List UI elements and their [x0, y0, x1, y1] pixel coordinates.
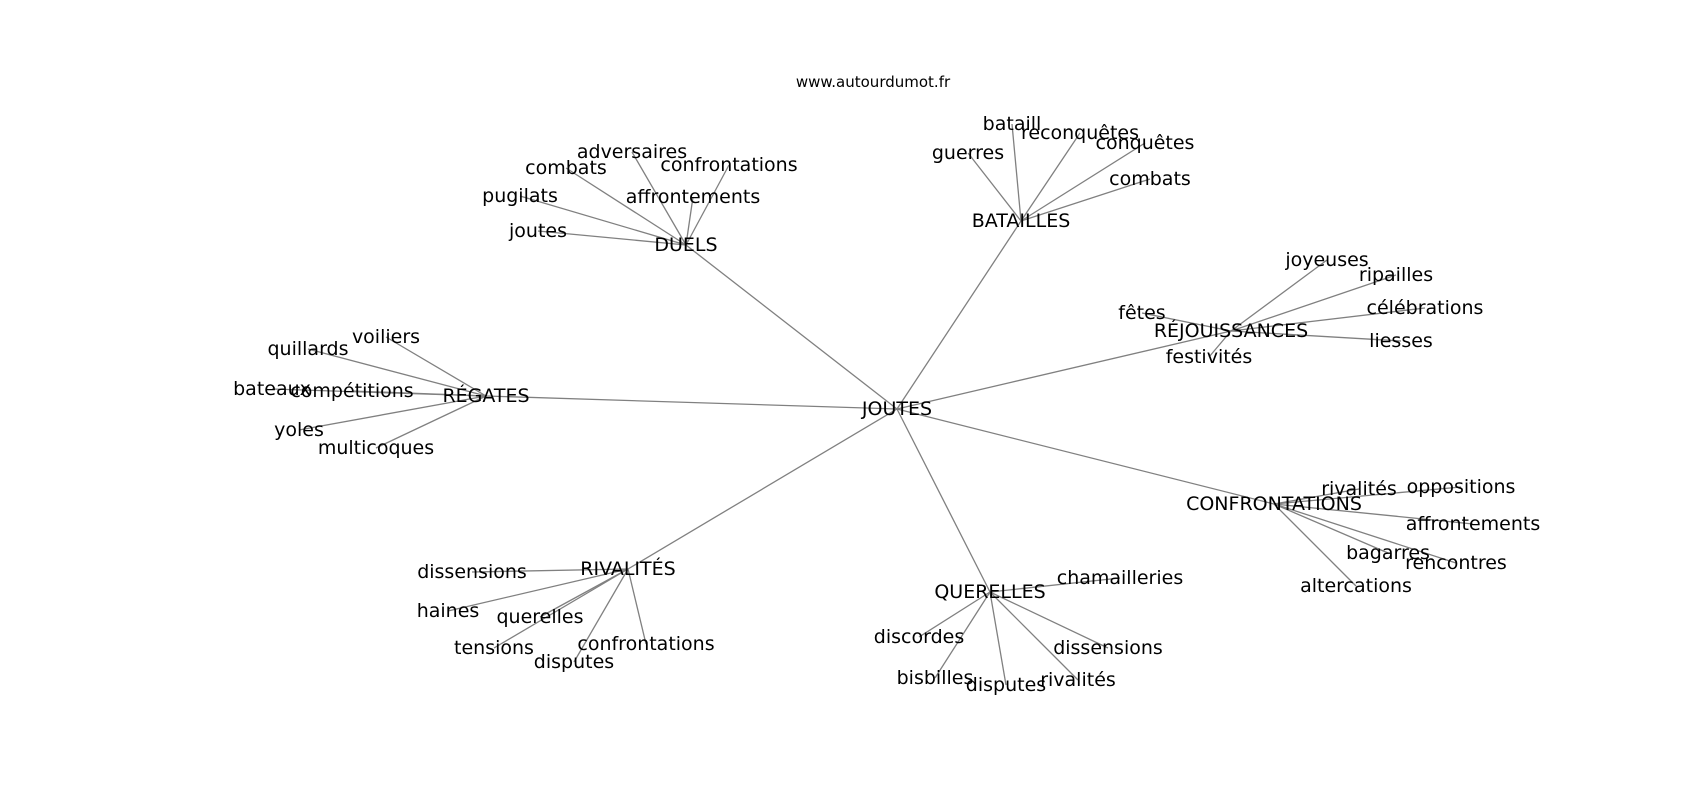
related-word[interactable]: bagarres: [1346, 542, 1430, 564]
cluster-label[interactable]: DUELS: [654, 234, 717, 256]
edge-0-2: [685, 164, 730, 246]
edge-4-5: [1273, 503, 1357, 587]
related-word[interactable]: bisbilles: [897, 667, 974, 689]
related-word[interactable]: combats: [525, 157, 607, 179]
edge-6-1: [918, 591, 991, 638]
related-word[interactable]: disputes: [966, 674, 1046, 696]
related-word[interactable]: confrontations: [577, 633, 714, 655]
related-word[interactable]: yoles: [274, 419, 324, 441]
edge-root-5: [627, 408, 898, 570]
edge-1-1: [1020, 132, 1081, 222]
edge-3-0: [385, 336, 487, 397]
related-word[interactable]: discordes: [874, 626, 964, 648]
related-word[interactable]: affrontements: [626, 186, 761, 208]
cluster-label[interactable]: RÉJOUISSANCES: [1154, 319, 1308, 342]
edge-0-3: [519, 195, 687, 246]
related-word[interactable]: altercations: [1300, 575, 1412, 597]
edge-root-6: [896, 408, 991, 593]
cluster-label[interactable]: CONFRONTATIONS: [1186, 493, 1362, 515]
edge-4-1: [1273, 486, 1462, 505]
related-word[interactable]: rivalités: [1040, 669, 1116, 691]
related-word[interactable]: quillards: [267, 338, 348, 360]
edge-3-4: [298, 395, 487, 431]
related-word[interactable]: chamailleries: [1057, 567, 1184, 589]
graph-edges: [271, 123, 1474, 686]
edge-3-5: [375, 395, 487, 449]
related-word[interactable]: pugilats: [482, 185, 558, 207]
cluster-label[interactable]: QUERELLES: [934, 581, 1045, 603]
related-word[interactable]: haines: [417, 600, 480, 622]
related-word[interactable]: rencontres: [1405, 552, 1507, 574]
edge-2-2: [1230, 307, 1426, 332]
edge-4-4: [1273, 503, 1457, 564]
edge-6-4: [989, 591, 1007, 686]
edge-root-4: [896, 408, 1275, 505]
related-word[interactable]: dissensions: [1053, 637, 1163, 659]
edge-root-0: [685, 244, 898, 410]
related-word[interactable]: oppositions: [1407, 476, 1516, 498]
edge-5-5: [573, 568, 629, 663]
related-word[interactable]: ripailles: [1359, 264, 1433, 286]
related-word[interactable]: festivités: [1166, 346, 1253, 368]
edge-1-2: [967, 152, 1022, 222]
source-label: www.autourdumot.fr: [796, 73, 951, 91]
related-word[interactable]: rivalités: [1321, 478, 1397, 500]
edge-4-2: [1273, 503, 1474, 525]
edge-0-4: [685, 196, 694, 246]
edge-0-1: [565, 167, 687, 246]
related-word[interactable]: célébrations: [1367, 297, 1484, 319]
edge-6-0: [989, 577, 1121, 593]
edge-0-0: [631, 151, 687, 246]
edge-5-4: [627, 568, 647, 645]
edge-2-3: [1141, 312, 1232, 332]
related-word[interactable]: voiliers: [352, 326, 420, 348]
edge-2-1: [1230, 274, 1397, 332]
edge-5-1: [447, 568, 629, 612]
related-word[interactable]: joutes: [508, 220, 567, 242]
edge-1-3: [1020, 142, 1146, 222]
edge-6-3: [934, 591, 991, 679]
edge-root-2: [896, 330, 1232, 410]
cluster-label[interactable]: RIVALITÉS: [580, 557, 675, 580]
related-word[interactable]: querelles: [496, 606, 583, 628]
edge-root-3: [485, 395, 898, 410]
edge-2-4: [1208, 330, 1232, 358]
related-word[interactable]: disputes: [534, 651, 614, 673]
related-word[interactable]: conquêtes: [1096, 132, 1195, 154]
related-word[interactable]: affrontements: [1406, 513, 1541, 535]
edge-2-0: [1230, 259, 1328, 332]
edge-3-1: [307, 348, 487, 397]
cluster-label[interactable]: BATAILLES: [972, 210, 1071, 232]
related-word[interactable]: confrontations: [660, 154, 797, 176]
edge-5-3: [493, 568, 629, 649]
related-word[interactable]: tensions: [454, 637, 534, 659]
related-word[interactable]: dissensions: [417, 561, 527, 583]
related-word[interactable]: fêtes: [1118, 302, 1165, 324]
cluster-label[interactable]: RÉGATES: [442, 384, 529, 407]
related-word[interactable]: adversaires: [577, 141, 687, 163]
edge-1-4: [1020, 178, 1151, 222]
related-word[interactable]: multicoques: [318, 437, 434, 459]
related-word[interactable]: reconquêtes: [1021, 122, 1139, 144]
edge-1-0: [1011, 123, 1022, 222]
related-word[interactable]: compétitions: [290, 380, 413, 402]
edge-2-5: [1230, 330, 1402, 342]
root-word[interactable]: JOUTES: [861, 398, 932, 420]
edge-6-5: [989, 591, 1079, 681]
related-word[interactable]: bateaux: [233, 378, 311, 400]
edge-4-3: [1273, 503, 1389, 554]
related-word[interactable]: joyeuses: [1284, 249, 1368, 271]
edge-6-2: [989, 591, 1109, 649]
edge-3-3: [351, 390, 487, 397]
edge-root-1: [896, 220, 1022, 410]
edge-5-0: [471, 568, 629, 573]
related-word[interactable]: bataill: [983, 113, 1042, 135]
related-word[interactable]: guerres: [932, 142, 1004, 164]
edge-0-5: [537, 230, 687, 246]
related-word[interactable]: liesses: [1369, 330, 1433, 352]
related-word[interactable]: combats: [1109, 168, 1191, 190]
edge-4-0: [1273, 488, 1360, 505]
